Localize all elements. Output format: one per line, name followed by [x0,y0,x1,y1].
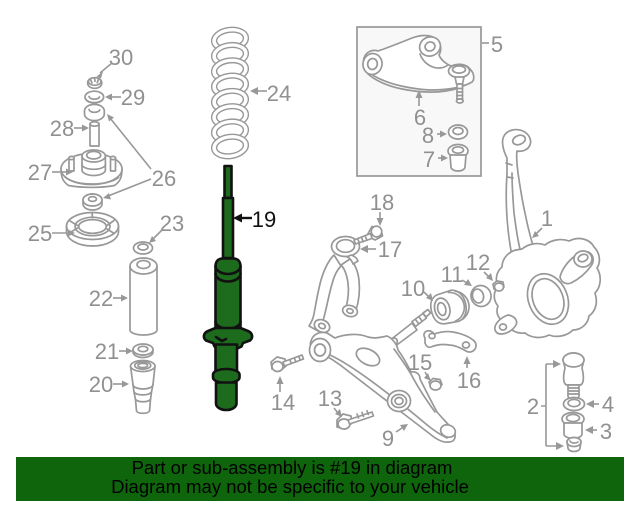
svg-text:2: 2 [527,394,539,419]
svg-text:5: 5 [491,32,503,57]
svg-text:24: 24 [267,81,291,106]
svg-text:29: 29 [121,85,145,110]
svg-text:Part or sub-assembly is #19 in: Part or sub-assembly is #19 in diagram [132,457,453,478]
svg-text:10: 10 [401,276,425,301]
svg-text:19: 19 [252,207,276,232]
svg-text:30: 30 [109,45,133,70]
svg-text:17: 17 [378,237,402,262]
svg-text:20: 20 [89,372,113,397]
svg-text:6: 6 [414,105,426,130]
svg-text:7: 7 [423,147,435,172]
svg-text:Diagram may not be specific to: Diagram may not be specific to your vehi… [111,476,469,497]
svg-text:4: 4 [602,392,614,417]
svg-text:25: 25 [28,221,52,246]
svg-text:23: 23 [160,211,184,236]
svg-text:28: 28 [50,116,74,141]
svg-text:21: 21 [95,339,119,364]
svg-text:27: 27 [28,160,52,185]
svg-text:16: 16 [457,368,481,393]
svg-text:18: 18 [370,190,394,215]
svg-text:13: 13 [318,386,342,411]
svg-text:22: 22 [89,286,113,311]
svg-text:11: 11 [441,262,464,287]
svg-text:8: 8 [422,123,434,148]
svg-text:26: 26 [152,166,176,191]
svg-text:3: 3 [600,419,612,444]
svg-text:12: 12 [466,250,490,275]
svg-text:15: 15 [408,350,432,375]
svg-text:14: 14 [271,390,295,415]
svg-text:1: 1 [541,206,553,231]
svg-text:9: 9 [382,426,394,451]
